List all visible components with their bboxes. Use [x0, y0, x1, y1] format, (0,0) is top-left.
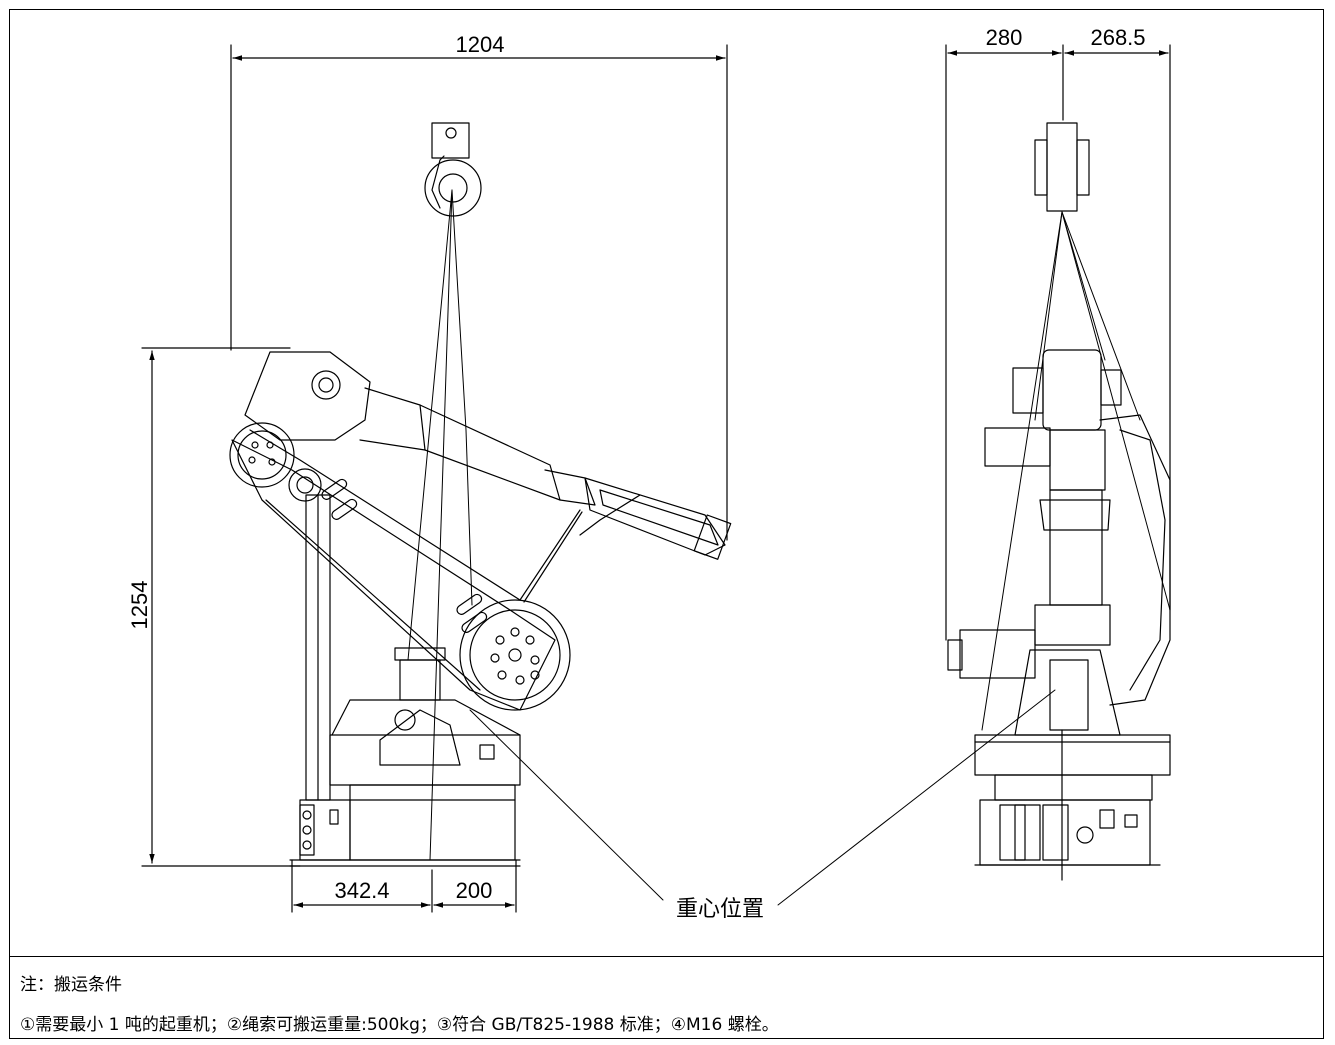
dim-1254-label: 1254	[127, 581, 152, 630]
drawing-frame	[9, 9, 1324, 1039]
dim-280-label: 280	[986, 25, 1023, 50]
lifting-hook-side	[1034, 122, 1090, 212]
dimension-height-total: 1254	[127, 347, 301, 867]
dimension-side: 280 268.5	[945, 25, 1171, 641]
robot-side-view	[229, 351, 732, 867]
dim-342-4-label: 342.4	[334, 878, 389, 903]
center-of-gravity-callout: 重心位置	[469, 689, 1056, 921]
callout-label: 重心位置	[676, 896, 764, 921]
sling-lines-front	[407, 189, 473, 861]
dimension-width-total: 1204	[230, 32, 728, 541]
dim-1204-label: 1204	[456, 32, 505, 57]
dim-200-label: 200	[456, 878, 493, 903]
sling-lines-side	[981, 211, 1171, 731]
dimension-base: 342.4 200	[291, 859, 517, 913]
dim-268-5-label: 268.5	[1090, 25, 1145, 50]
notes-divider	[10, 956, 1323, 957]
notes-body: ①需要最小 1 吨的起重机；②绳索可搬运重量:500kg；③符合 GB/T825…	[20, 1015, 779, 1035]
notes-title: 注：搬运条件	[20, 975, 122, 995]
robot-front-view	[947, 349, 1171, 881]
lifting-hook-front	[424, 122, 482, 217]
